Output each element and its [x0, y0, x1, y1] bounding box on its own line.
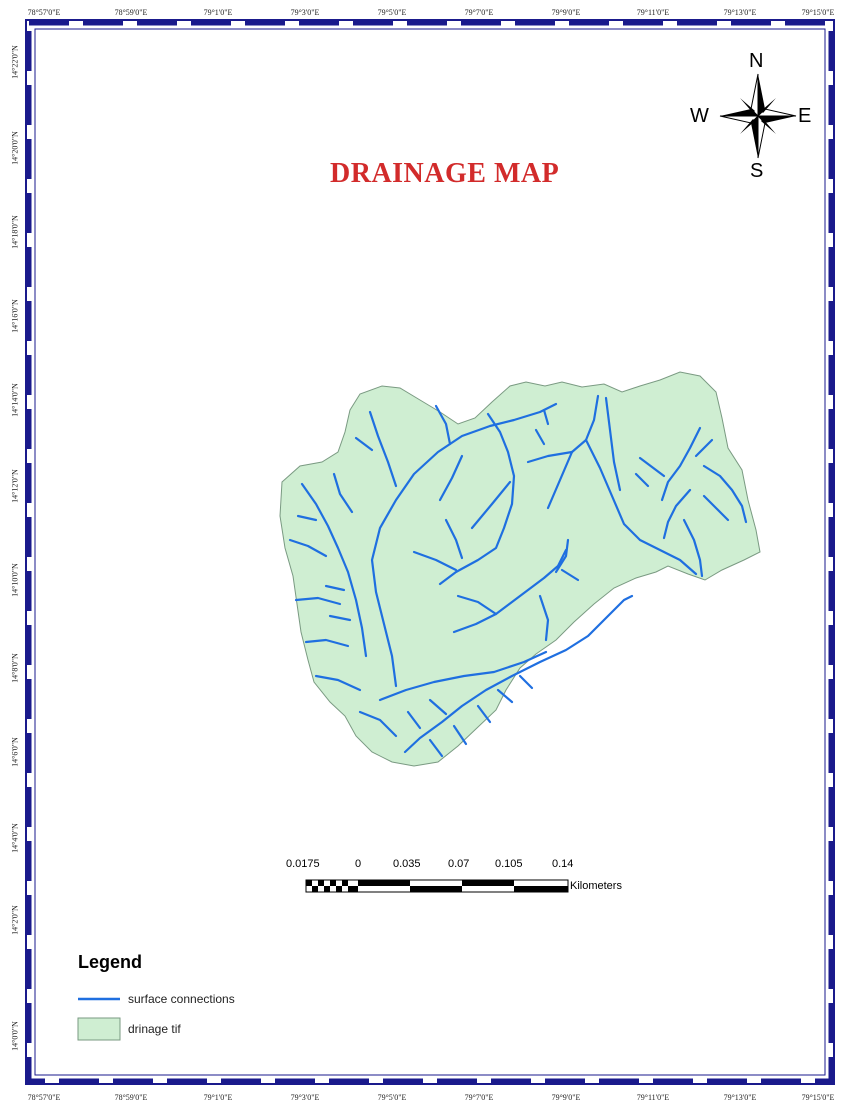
top-tick-label: 79°11'0"E [636, 8, 670, 17]
bottom-tick-label: 79°11'0"E [636, 1093, 670, 1102]
basin-polygon [279, 371, 761, 767]
left-tick-label: 14°2'0"N [10, 905, 20, 935]
scale-label: 0.14 [552, 858, 574, 870]
bottom-tick-label: 79°1'0"E [203, 1093, 233, 1102]
legend-title: Legend [78, 952, 143, 972]
legend-fill-symbol [77, 1017, 121, 1041]
bottom-tick-label: 79°3'0"E [290, 1093, 320, 1102]
scale-label: 0.105 [495, 858, 523, 870]
left-tick-label: 14°8'0"N [10, 653, 20, 683]
left-tick-label: 14°10'0"N [10, 563, 20, 597]
top-tick-label: 78°57'0"E [27, 8, 61, 17]
left-tick-label: 14°18'0"N [10, 215, 20, 249]
scale-unit: Kilometers [570, 880, 622, 892]
scale-label: 0.0175 [286, 858, 320, 870]
left-tick-label: 14°4'0"N [10, 823, 20, 853]
compass-w: W [690, 105, 709, 127]
compass-n: N [749, 50, 764, 72]
top-tick-label: 78°59'0"E [114, 8, 148, 17]
bottom-tick-label: 78°57'0"E [27, 1093, 61, 1102]
scale-bar [305, 879, 569, 893]
north-arrow [719, 73, 797, 159]
bottom-tick-label: 79°5'0"E [377, 1093, 407, 1102]
bottom-tick-label: 78°59'0"E [114, 1093, 148, 1102]
top-tick-label: 79°7'0"E [464, 8, 494, 17]
top-tick-label: 79°15'0"E [801, 8, 835, 17]
scale-label: 0.07 [448, 858, 470, 870]
compass-e: E [798, 105, 812, 127]
left-tick-label: 14°16'0"N [10, 299, 20, 333]
top-tick-label: 79°1'0"E [203, 8, 233, 17]
scale-label: 0 [355, 858, 362, 870]
bottom-tick-label: 79°15'0"E [801, 1093, 835, 1102]
left-tick-label: 14°12'0"N [10, 469, 20, 503]
top-tick-label: 79°3'0"E [290, 8, 320, 17]
map-frame [25, 19, 835, 1085]
left-tick-label: 14°0'0"N [10, 1021, 20, 1051]
top-tick-label: 79°13'0"E [723, 8, 757, 17]
compass-s: S [750, 160, 764, 182]
drainage-network [288, 394, 748, 758]
map-title: DRAINAGE MAP [330, 158, 560, 189]
top-tick-label: 79°5'0"E [377, 8, 407, 17]
bottom-tick-label: 79°7'0"E [464, 1093, 494, 1102]
top-tick-label: 79°9'0"E [551, 8, 581, 17]
bottom-tick-label: 79°9'0"E [551, 1093, 581, 1102]
left-tick-label: 14°22'0"N [10, 45, 20, 79]
left-tick-label: 14°6'0"N [10, 737, 20, 767]
legend-item-drinage-tif: drinage tif [128, 1022, 181, 1036]
bottom-tick-label: 79°13'0"E [723, 1093, 757, 1102]
left-tick-label: 14°14'0"N [10, 383, 20, 417]
scale-label: 0.035 [393, 858, 421, 870]
left-tick-label: 14°20'0"N [10, 131, 20, 165]
legend-item-surface-connections: surface connections [128, 992, 235, 1006]
